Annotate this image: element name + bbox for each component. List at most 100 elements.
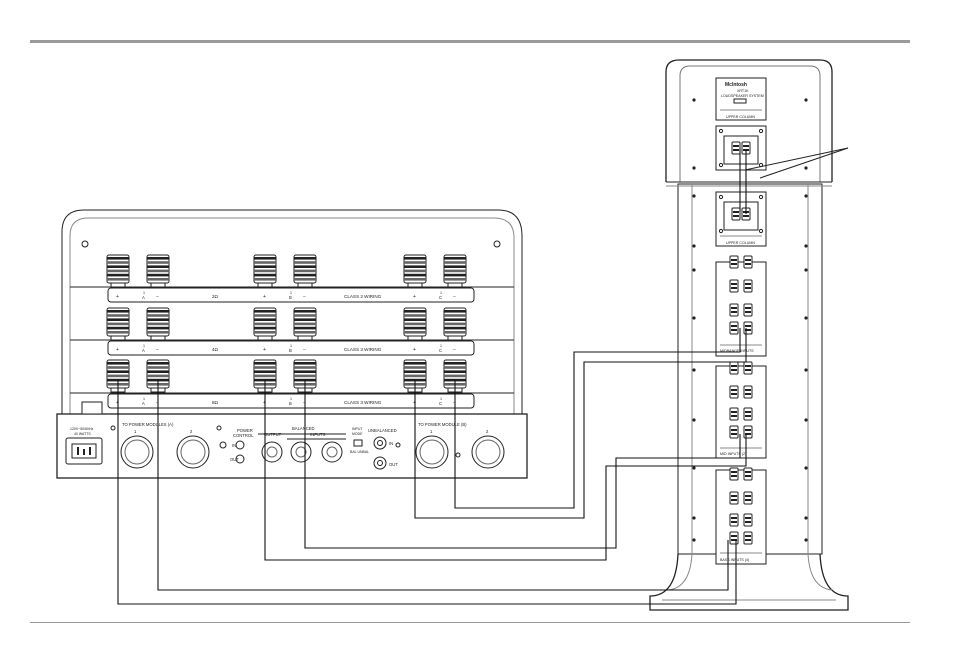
speaker-terminal-icon[interactable]: [743, 531, 753, 545]
group-number: 1: [440, 344, 442, 348]
port-1-label: 1: [134, 429, 137, 434]
multipin-connector-icon: [415, 435, 449, 469]
ac-rating-label: 120V~50/60Hz: [70, 427, 94, 431]
input-mode-label-1: INPUT: [352, 427, 363, 431]
plus-mark: +: [263, 294, 266, 300]
binding-post-icon[interactable]: [403, 254, 427, 288]
base-curve: [667, 553, 693, 591]
power-label: POWER: [237, 428, 253, 433]
screw-icon: [804, 98, 808, 102]
speaker-terminal-icon[interactable]: [743, 467, 753, 481]
binding-post-icon[interactable]: [443, 254, 467, 288]
pointer-line: [759, 147, 849, 179]
speaker-wires: [117, 148, 747, 605]
rca-jack-icon: [373, 456, 387, 470]
lower-column-label: UPPER COLUMN: [726, 241, 755, 245]
wire-b-plus: [304, 380, 741, 549]
speaker-terminal-icon[interactable]: [729, 531, 739, 545]
upper-column-shell: [665, 59, 833, 182]
speaker-terminal-icon[interactable]: [743, 385, 753, 399]
speaker-terminal-icon[interactable]: [743, 303, 753, 317]
speaker-terminal-icon[interactable]: [729, 361, 739, 375]
multipin-connector-icon: [120, 435, 154, 469]
speaker-terminal-icon[interactable]: [743, 279, 753, 293]
bass-inputs-plate: [715, 469, 767, 565]
speaker-terminal-icon[interactable]: [743, 361, 753, 375]
group-number: 1: [290, 291, 292, 295]
binding-post-icon[interactable]: [146, 307, 170, 341]
screw-icon: [692, 418, 696, 422]
rca-jack-icon: [235, 454, 245, 464]
screw-icon: [692, 368, 696, 372]
footer-rule: [30, 622, 910, 623]
binding-post-icon[interactable]: [146, 254, 170, 288]
mid-inputs-label: MIDRANGE INPUTS: [720, 349, 754, 353]
speaker-terminal-icon[interactable]: [743, 425, 753, 439]
speaker-terminal-icon[interactable]: [743, 255, 753, 269]
plus-mark: +: [413, 347, 416, 353]
screw-icon: [110, 425, 116, 431]
binding-post-icon[interactable]: [403, 307, 427, 341]
speaker-terminal-icon[interactable]: [729, 467, 739, 481]
power-modules-a-label: TO POWER MODULES (A): [122, 422, 174, 427]
screw-icon: [718, 128, 724, 134]
plus-mark: +: [263, 347, 266, 353]
group-number: 1: [290, 344, 292, 348]
impedance-label: 4Ω: [212, 347, 219, 352]
amp-foot-tab: [81, 401, 103, 415]
screw-icon: [804, 316, 808, 320]
binding-post-icon[interactable]: [106, 307, 130, 341]
plus-mark: +: [413, 294, 416, 300]
speaker-terminal-icon[interactable]: [743, 491, 753, 505]
speaker-terminal-icon[interactable]: [729, 425, 739, 439]
rca-jack-icon: [235, 440, 245, 450]
binding-post-icon[interactable]: [253, 254, 277, 288]
wire-a-minus: [117, 380, 737, 605]
speaker-terminal-icon[interactable]: [729, 513, 739, 527]
speaker-model: XRT1K: [737, 89, 749, 93]
rca-jack-icon: [373, 436, 387, 450]
speaker-terminal-icon[interactable]: [729, 385, 739, 399]
speaker-terminal-icon[interactable]: [729, 255, 739, 269]
group-number: 1: [290, 397, 292, 401]
binding-post-icon[interactable]: [253, 307, 277, 341]
screw-icon: [804, 466, 808, 470]
speaker-terminal-icon[interactable]: [731, 207, 741, 221]
power-module-b-label: TO POWER MODULE (B): [418, 422, 467, 427]
group-number: 1: [143, 291, 145, 295]
speaker-column: [649, 59, 849, 611]
speaker-terminal-icon[interactable]: [729, 321, 739, 335]
xlr-connector-icon: [290, 441, 312, 463]
label-strip-1: [107, 287, 475, 303]
speaker-terminal-icon[interactable]: [731, 141, 741, 155]
balanced-label: BALANCED: [292, 426, 315, 431]
screw-icon: [216, 425, 222, 431]
speaker-terminal-icon[interactable]: [729, 279, 739, 293]
binding-posts: [106, 254, 467, 393]
binding-post-icon[interactable]: [443, 307, 467, 341]
screw-icon: [758, 194, 764, 200]
speaker-terminal-icon[interactable]: [743, 407, 753, 421]
binding-post-icon[interactable]: [293, 254, 317, 288]
bass-inputs-label: BASS INPUTS (4): [720, 558, 749, 562]
speaker-brand: McIntosh: [725, 82, 747, 88]
group-letter: C: [439, 401, 442, 406]
speaker-terminal-icon[interactable]: [729, 407, 739, 421]
input-mode-switch[interactable]: [353, 439, 363, 447]
binding-post-icon[interactable]: [106, 254, 130, 288]
speaker-terminal-icon[interactable]: [729, 491, 739, 505]
amp-inner-shell: [69, 217, 515, 418]
binding-post-icon[interactable]: [293, 307, 317, 341]
plus-mark: +: [116, 347, 119, 353]
speaker-terminal-icon[interactable]: [743, 513, 753, 527]
screw-icon: [692, 166, 696, 170]
input-mode-label-2: MODE: [352, 432, 363, 436]
speaker-terminal-icon[interactable]: [743, 321, 753, 335]
speaker-terminal-icon[interactable]: [729, 303, 739, 317]
bal-unbal-label: BAL UNBAL: [350, 450, 369, 454]
wire-c-minus: [414, 328, 747, 519]
screw-icon: [718, 228, 724, 234]
column-screws: [692, 98, 808, 542]
